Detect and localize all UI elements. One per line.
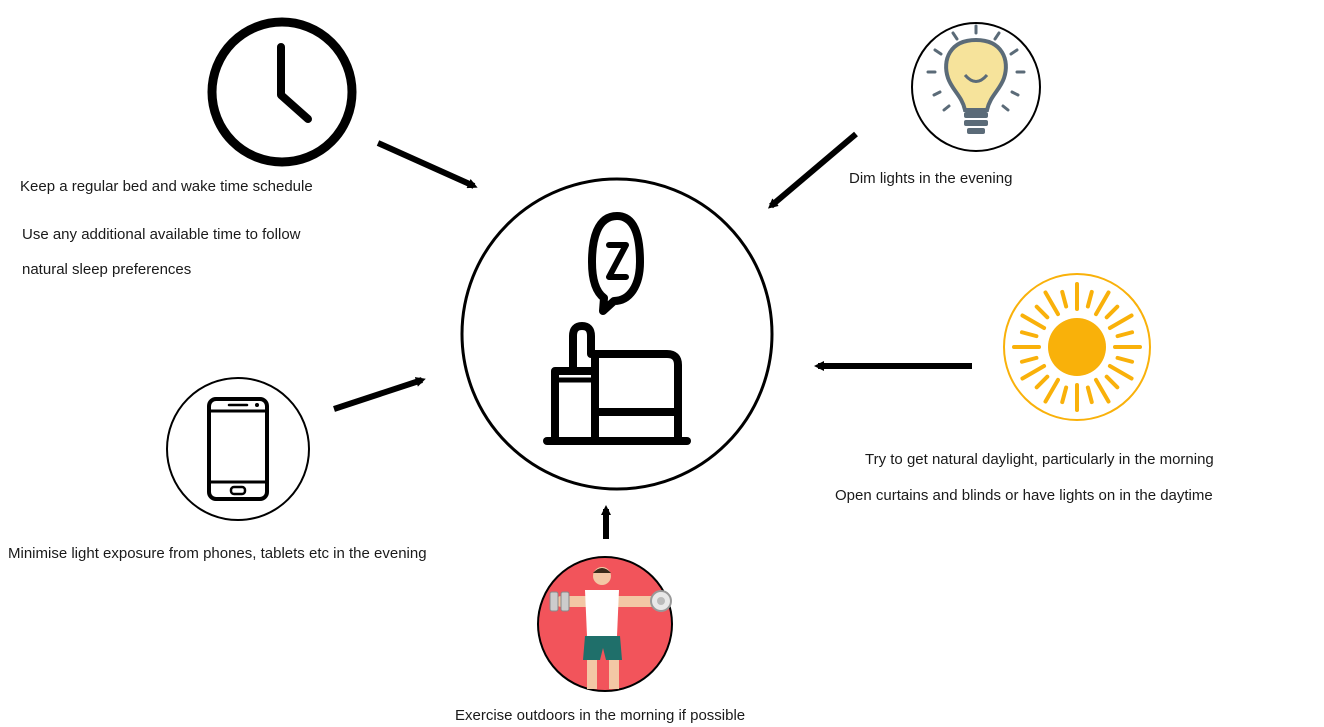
clock-icon [207, 17, 357, 167]
sun-ray [1085, 385, 1094, 405]
sun-ray [1043, 377, 1060, 404]
sun-ray [1034, 374, 1050, 390]
phone-tip: Minimise light exposure from phones, tab… [8, 545, 427, 562]
lights-tip: Dim lights in the evening [849, 170, 1013, 187]
sun-ray [1060, 289, 1069, 309]
sun-ray [1019, 330, 1039, 339]
sun-ray [1107, 313, 1134, 330]
sun-ray [1104, 374, 1120, 390]
arrow-from-phone [333, 377, 426, 412]
sleeping-in-bed-icon [543, 212, 691, 445]
sun-ray [1060, 385, 1069, 405]
sun-ray [1094, 377, 1111, 404]
sleep-hub [460, 177, 774, 491]
clock-tip-line-3: natural sleep preferences [22, 261, 192, 278]
exercise-tip: Exercise outdoors in the morning if poss… [455, 707, 746, 724]
clock-tip-line-1: Keep a regular bed and wake time schedul… [20, 178, 313, 195]
daylight-tip-line-1: Try to get natural daylight, particularl… [865, 451, 1214, 468]
sun-ray [1104, 304, 1120, 320]
exercise-person-icon [537, 556, 673, 692]
sun-icon [1003, 273, 1151, 421]
sun-ray [1085, 289, 1094, 309]
arrow-from-clock [376, 140, 478, 189]
sun-ray [1107, 364, 1134, 381]
smartphone-icon [166, 377, 310, 521]
sun-ray [1043, 290, 1060, 317]
sun-ray [1094, 290, 1111, 317]
arrow-from-lights [767, 131, 858, 209]
clock-tip-line-2: Use any additional available time to fol… [22, 226, 301, 243]
sun-ray [1020, 313, 1047, 330]
sun-ray [1020, 364, 1047, 381]
sun-ray [1115, 330, 1135, 339]
daylight-tip-line-2: Open curtains and blinds or have lights … [835, 487, 1213, 504]
sun-ray [1115, 355, 1135, 364]
sun-ray [1019, 355, 1039, 364]
light-bulb-icon [911, 22, 1041, 152]
sun-ray [1034, 304, 1050, 320]
arrows [333, 131, 972, 539]
